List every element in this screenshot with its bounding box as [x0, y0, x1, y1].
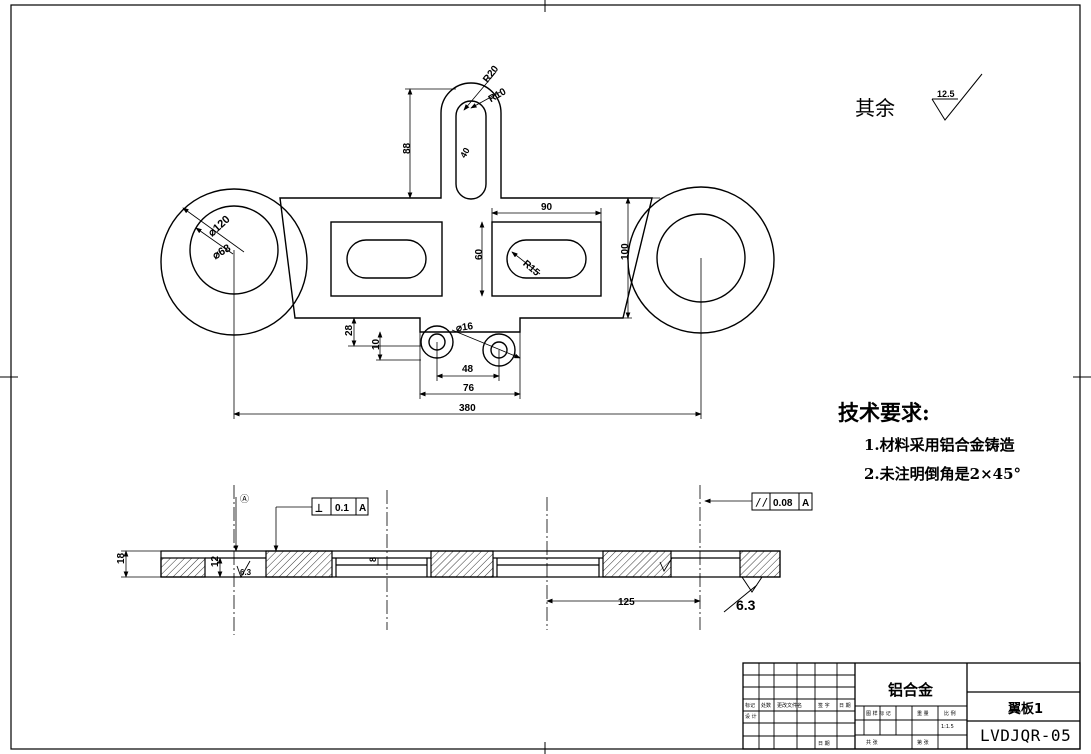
tb-label-sheet-no: 第 张 [917, 740, 929, 746]
plan-dimension-text: R20 R10 88 40 90 60 R15 100 ⌀120 ⌀68 ⌀16… [206, 63, 631, 414]
title-scale: 1:1.5 [941, 724, 954, 730]
right-pocket [491, 221, 602, 297]
tb-label-stage: 图 样 标 记 [866, 711, 891, 717]
left-pocket-slot [346, 239, 427, 279]
tech-requirement-2: 2.未注明倒角是2×45° [864, 465, 1022, 483]
dim-12: 12 [210, 555, 221, 567]
roughness-small-value: 6.3 [240, 568, 252, 577]
tb-label-design: 设 计 [745, 714, 757, 720]
dim-125: 125 [618, 597, 635, 608]
tb-label-ratio: 比 例 [944, 711, 956, 717]
dim-90: 90 [541, 202, 553, 213]
gdt-perp-symbol: ⊥ [315, 501, 323, 516]
tech-requirements-title: 技术要求: [838, 400, 930, 425]
title-block-grid [742, 662, 1081, 750]
roughness-rest-label: 其余 [855, 96, 895, 120]
dim-phi120: ⌀120 [206, 213, 233, 239]
dim-10: 10 [371, 338, 382, 350]
section-view: 18 12 8 125 6.3 6.3 Ⓐ ⊥ 0.1 A // 0.08 [116, 485, 813, 635]
roughness-symbol-section [659, 557, 673, 572]
section-outline [160, 550, 781, 578]
roughness-symbol-small [236, 560, 251, 579]
gdt-par-value: 0.08 [773, 498, 793, 509]
right-pocket-slot [506, 239, 587, 279]
tb-label-sheets: 共 张 [866, 740, 878, 746]
datum-marker: Ⓐ [240, 494, 249, 505]
gdt-perp-value: 0.1 [335, 503, 349, 514]
tb-label-approve: 日 期 [818, 741, 830, 747]
section-hatch-5 [739, 550, 781, 578]
gdt-par-symbol: // [755, 496, 768, 509]
roughness-symbol-bottom [723, 576, 763, 613]
roughness-bottom-value: 6.3 [736, 597, 756, 613]
title-drawing-number: LVDJQR-05 [980, 726, 1072, 745]
dim-18: 18 [116, 552, 127, 564]
dim-76: 76 [463, 383, 475, 394]
tb-label-change-doc: 更改文件名 [777, 703, 803, 709]
tb-label-sign: 签 字 [818, 703, 830, 709]
dim-8: 8 [368, 557, 378, 562]
dim-40: 40 [458, 146, 472, 160]
dim-48: 48 [462, 364, 474, 375]
dim-r15: R15 [520, 258, 541, 279]
dim-100: 100 [620, 243, 631, 260]
roughness-rest-symbol: 12.5 [931, 73, 983, 121]
dim-380: 380 [459, 403, 476, 414]
dim-phi68: ⌀68 [211, 242, 233, 262]
section-hatch-2 [265, 550, 333, 578]
tb-label-count: 处数 [761, 703, 772, 709]
title-material: 铝合金 [888, 681, 934, 699]
plan-dimension-lines [182, 71, 702, 419]
section-hatch-3 [430, 550, 494, 578]
roughness-rest-value: 12.5 [937, 89, 955, 99]
plate-outline [279, 82, 653, 333]
tech-requirement-1: 1.材料采用铝合金铸造 [864, 436, 1015, 454]
gdt-parallelism-frame: // 0.08 A [751, 492, 813, 511]
vertical-slot [455, 100, 487, 200]
tb-label-date: 日 期 [839, 703, 851, 709]
dim-88: 88 [402, 142, 413, 154]
gdt-par-datum: A [802, 498, 809, 509]
dim-phi16: ⌀16 [455, 321, 474, 334]
title-part-name: 翼板1 [1008, 702, 1044, 717]
gdt-perpendicularity-frame: ⊥ 0.1 A [311, 497, 369, 516]
section-hatch-1 [160, 557, 206, 578]
left-pocket [330, 221, 443, 297]
dim-28: 28 [344, 324, 355, 336]
gdt-perp-datum: A [359, 503, 366, 514]
dim-60: 60 [474, 248, 485, 260]
tb-label-weight: 重 量 [917, 711, 929, 717]
tb-label-mark: 标记 [745, 703, 756, 709]
dim-r20: R20 [481, 63, 501, 85]
